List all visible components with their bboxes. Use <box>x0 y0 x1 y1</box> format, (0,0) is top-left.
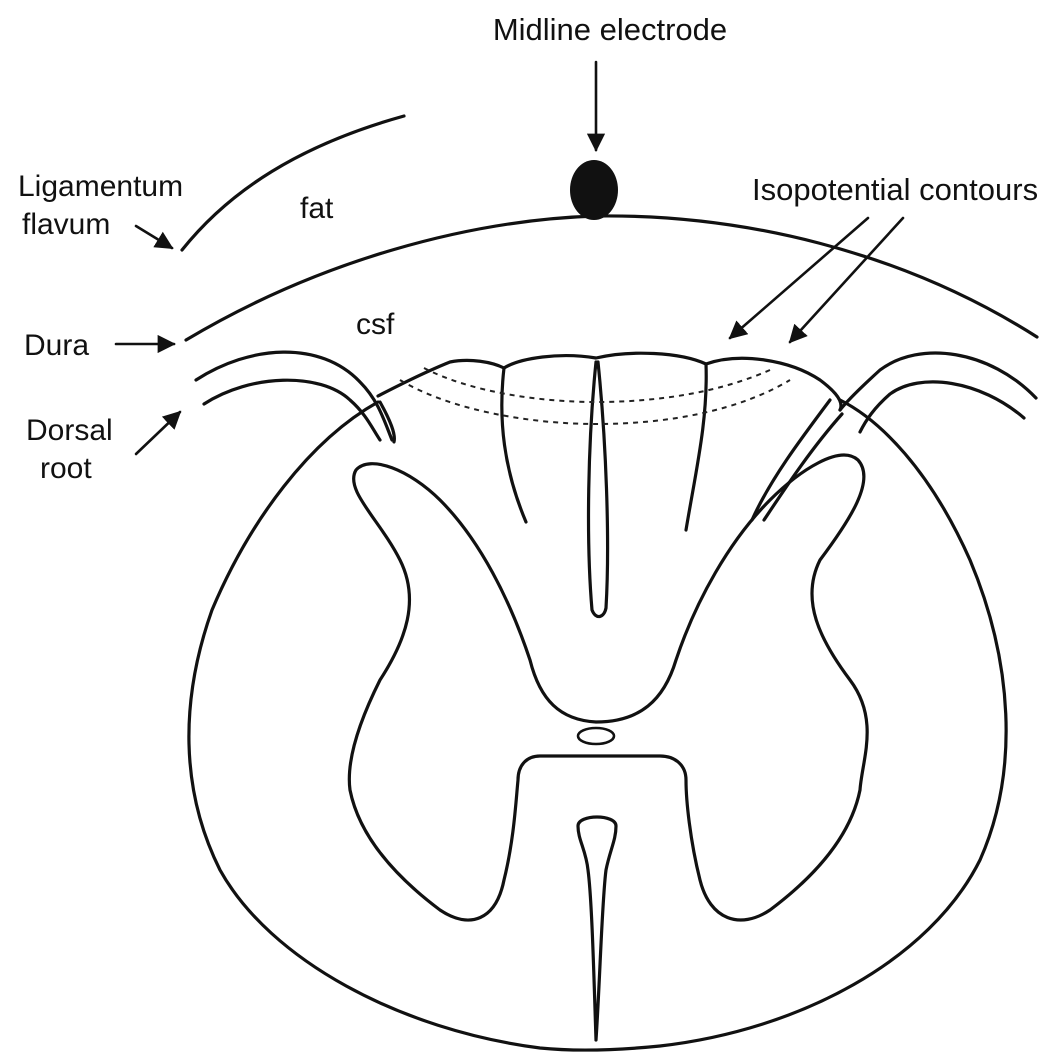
csf-label: csf <box>356 308 395 341</box>
dorsal-root-left-outer <box>196 352 392 440</box>
dorsal-root-label-line2: root <box>40 452 92 485</box>
isopotential-contour-inner <box>424 368 770 402</box>
ligamentum-flavum-line <box>182 116 404 250</box>
root-entry-right <box>752 400 830 520</box>
dura-label: Dura <box>24 329 89 362</box>
dorsal-root-arrow <box>136 412 180 454</box>
dorsal-septum-left <box>502 368 526 522</box>
posterior-median-sulcus <box>589 362 608 617</box>
root-entry-right-inner <box>764 414 842 520</box>
anterior-median-fissure <box>578 817 616 1040</box>
dorsal-root-right-inner <box>860 382 1024 432</box>
isopotential-contours-label: Isopotential contours <box>752 172 1038 207</box>
dorsal-root-left-inner <box>204 380 380 440</box>
spinal-cord-outline <box>189 400 1006 1050</box>
dorsal-root-label-line1: Dorsal <box>26 414 113 447</box>
ligamentum-arrow <box>136 226 172 248</box>
fat-label: fat <box>300 192 334 225</box>
central-canal <box>578 728 614 744</box>
dura-line <box>186 216 1037 340</box>
root-entry-left <box>380 402 394 442</box>
dorsal-septum-right <box>686 364 706 530</box>
ligamentum-label-line2: flavum <box>22 208 110 241</box>
midline-electrode <box>570 160 618 220</box>
midline-electrode-label: Midline electrode <box>493 12 727 47</box>
ligamentum-label-line1: Ligamentum <box>18 170 183 203</box>
